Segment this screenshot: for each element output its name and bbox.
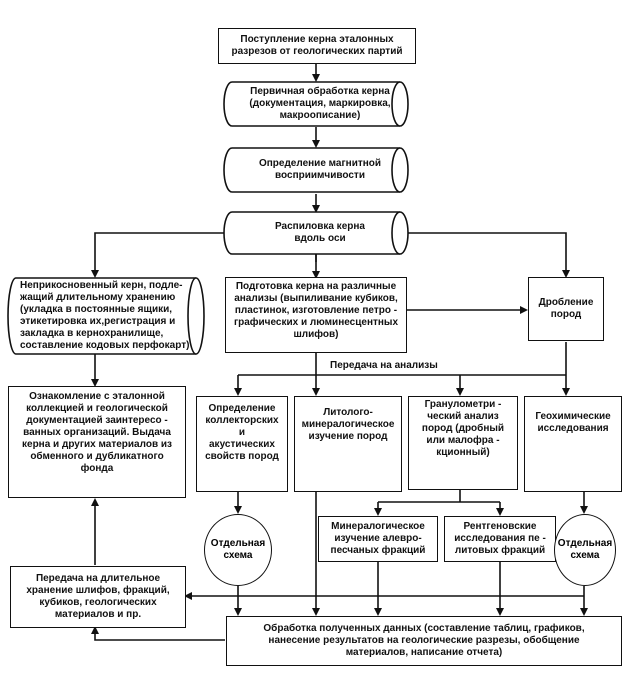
cylinder-primary-end bbox=[391, 81, 401, 127]
cylinder-sawing-end bbox=[391, 211, 401, 255]
node-granulometry-text: Гранулометри - ческий анализ пород (дроб… bbox=[421, 399, 505, 458]
arrow-sawing-to-crushing bbox=[405, 232, 570, 278]
arrow-results-to-storage bbox=[91, 626, 225, 641]
node-receipt: Поступление керна эталонных разрезов от … bbox=[218, 28, 416, 64]
node-geochem-text: Геохимические исследования bbox=[535, 411, 611, 434]
node-processing-results-text: Обработка полученных данных (составление… bbox=[263, 623, 585, 658]
node-granulometry: Гранулометри - ческий анализ пород (дроб… bbox=[408, 396, 518, 490]
node-primary-processing-text: Первичная обработка керна (документация,… bbox=[249, 86, 391, 121]
node-crushing: Дробление пород bbox=[528, 277, 604, 341]
node-reservoir-text: Определение коллекторских и акустических… bbox=[205, 403, 279, 462]
node-mineralogical: Минералогическое изучение алевро- песчан… bbox=[318, 516, 438, 562]
node-magnetic-text: Определение магнитной восприимчивости bbox=[258, 158, 382, 181]
node-separate-scheme-1-text: Отдельная схема bbox=[210, 538, 266, 561]
cylinder-untouched-end bbox=[187, 277, 197, 355]
transfer-label: Передача на анализы bbox=[330, 360, 438, 371]
cylinder-magnetic-end bbox=[391, 147, 401, 193]
node-preparation: Подготовка керна на различные анализы (в… bbox=[225, 277, 407, 353]
node-geochem: Геохимические исследования bbox=[524, 396, 622, 492]
node-preparation-text: Подготовка керна на различные анализы (в… bbox=[233, 281, 399, 340]
node-lithology-text: Литолого- минералогическое изучение поро… bbox=[301, 407, 395, 442]
node-crushing-text: Дробление пород bbox=[538, 297, 594, 320]
node-xray-text: Рентгеновские исследования пе - литовых … bbox=[454, 521, 546, 556]
node-sawing-text: Распиловка керна вдоль оси bbox=[275, 221, 365, 244]
node-separate-scheme-1: Отдельная схема bbox=[204, 514, 272, 586]
node-xray: Рентгеновские исследования пе - литовых … bbox=[444, 516, 556, 562]
node-familiarization-text: Ознакомление с эталонной коллекцией и ге… bbox=[22, 391, 172, 474]
node-reservoir: Определение коллекторских и акустических… bbox=[196, 396, 288, 492]
node-untouched-text: Неприкосновенный керн, подле- жащий длит… bbox=[20, 280, 190, 351]
node-separate-scheme-2-text: Отдельная схема bbox=[557, 538, 613, 561]
node-familiarization: Ознакомление с эталонной коллекцией и ге… bbox=[8, 386, 186, 498]
node-separate-scheme-2: Отдельная схема bbox=[554, 514, 616, 586]
node-long-storage: Передача на длительное хранение шлифов, … bbox=[10, 566, 186, 628]
node-receipt-text: Поступление керна эталонных разрезов от … bbox=[231, 34, 403, 57]
node-lithology: Литолого- минералогическое изучение поро… bbox=[294, 396, 402, 492]
node-processing-results: Обработка полученных данных (составление… bbox=[226, 616, 622, 666]
arrow-sawing-to-untouched bbox=[91, 232, 225, 278]
node-mineralogical-text: Минералогическое изучение алевро- песчан… bbox=[330, 521, 426, 556]
node-long-storage-text: Передача на длительное хранение шлифов, … bbox=[26, 573, 170, 620]
